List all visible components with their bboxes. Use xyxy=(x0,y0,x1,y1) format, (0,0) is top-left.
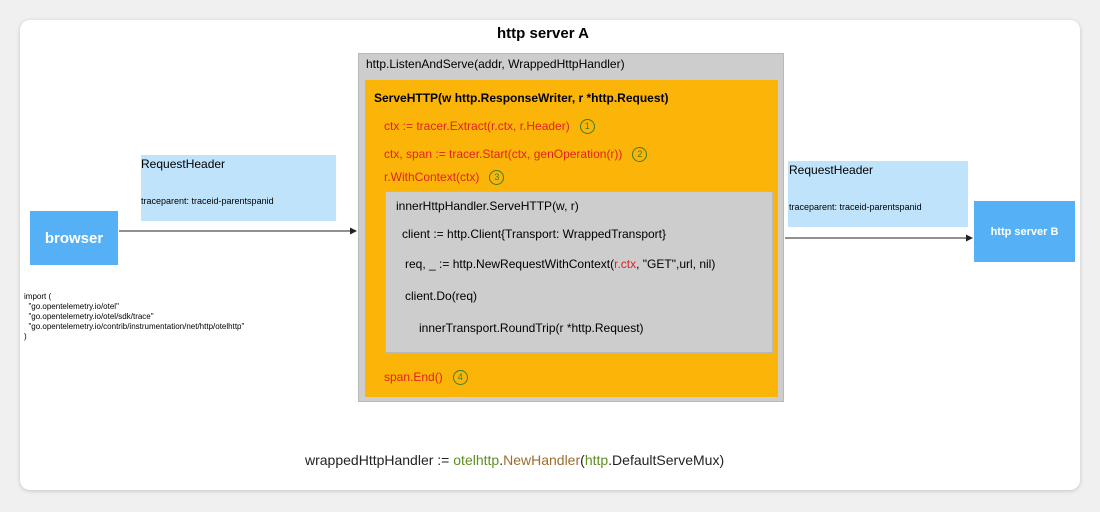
bottom-rest: .DefaultServeMux) xyxy=(608,452,725,468)
bottom-pkg2: http xyxy=(584,452,609,468)
bottom-paren: ( xyxy=(580,452,585,468)
import-block: import ( "go.opentelemetry.io/otel" "go.… xyxy=(24,292,245,341)
step-number-badge: 2 xyxy=(632,147,648,163)
step-with-context: r.WithContext(ctx) 3 xyxy=(384,170,505,186)
new-request-suffix: , "GET",url, nil) xyxy=(636,257,716,271)
new-request-prefix: req, _ := http.NewRequestWithContext( xyxy=(405,257,615,271)
listen-and-serve-line: http.ListenAndServe(addr, WrappedHttpHan… xyxy=(366,57,625,71)
bottom-func: NewHandler xyxy=(503,452,581,468)
round-trip-line: innerTransport.RoundTrip(r *http.Request… xyxy=(419,321,644,335)
right-traceparent-line: traceparent: traceid-parentspanid xyxy=(789,202,922,212)
step-span-end: span.End() 4 xyxy=(384,370,468,386)
bottom-pkg: otelhttp xyxy=(453,452,500,468)
step-code: span.End() xyxy=(384,370,443,384)
new-request-line: req, _ := http.NewRequestWithContext(r.c… xyxy=(405,257,715,271)
server-b-node: http server B xyxy=(974,201,1075,262)
step-number-badge: 3 xyxy=(489,170,505,186)
step-extract: ctx := tracer.Extract(r.ctx, r.Header) 1 xyxy=(384,119,595,135)
inner-handler-line: innerHttpHandler.ServeHTTP(w, r) xyxy=(396,199,579,213)
left-traceparent-line: traceparent: traceid-parentspanid xyxy=(141,196,274,206)
step-number-badge: 4 xyxy=(452,370,468,386)
step-code: r.WithContext(ctx) xyxy=(384,170,480,184)
client-line: client := http.Client{Transport: Wrapped… xyxy=(402,227,667,241)
new-request-ctx: r.ctx xyxy=(614,257,637,271)
step-code: ctx, span := tracer.Start(ctx, genOperat… xyxy=(384,147,623,161)
bottom-dot: . xyxy=(499,452,504,468)
wrapped-handler-line: wrappedHttpHandler := otelhttp.NewHandle… xyxy=(305,452,724,468)
server-a-title: http server A xyxy=(497,25,589,42)
inner-handler-box xyxy=(385,191,773,353)
left-request-header-box xyxy=(141,155,336,221)
step-number-badge: 1 xyxy=(579,119,595,135)
left-request-header-title: RequestHeader xyxy=(141,157,226,171)
right-request-header-box xyxy=(788,161,968,227)
browser-node: browser xyxy=(30,211,118,265)
serve-http-line: ServeHTTP(w http.ResponseWriter, r *http… xyxy=(374,91,669,105)
client-do-line: client.Do(req) xyxy=(405,289,478,303)
step-code: ctx := tracer.Extract(r.ctx, r.Header) xyxy=(384,119,570,133)
bottom-prefix: wrappedHttpHandler := xyxy=(305,452,454,468)
right-request-header-title: RequestHeader xyxy=(789,163,874,177)
step-start: ctx, span := tracer.Start(ctx, genOperat… xyxy=(384,147,648,163)
